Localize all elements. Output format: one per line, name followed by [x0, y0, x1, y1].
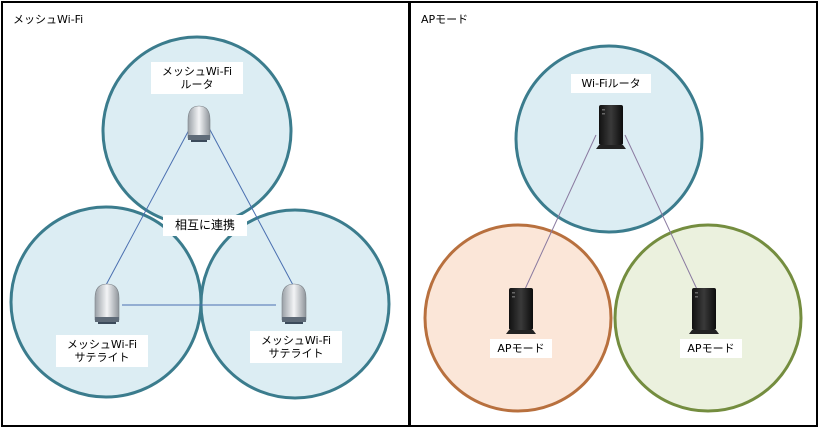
mesh-router-label-line2: ルータ — [180, 78, 214, 91]
mesh-router-label: メッシュWi-Fi ルータ — [151, 62, 243, 94]
ap-mode-panel: APモード — [409, 1, 818, 427]
mesh-satellite-left-label-line2: サテライト — [74, 351, 130, 364]
ap-link-right — [624, 134, 703, 301]
mesh-link-router-left — [105, 127, 191, 286]
ap-left-device-icon — [506, 288, 536, 334]
ap-left-label: APモード — [490, 339, 552, 358]
mesh-satellite-left-label-line1: メッシュWi-Fi — [66, 338, 138, 351]
mesh-satellite-right-label-line1: メッシュWi-Fi — [260, 334, 332, 347]
mesh-router-icon — [187, 105, 211, 142]
ap-right-label: APモード — [680, 339, 742, 358]
mesh-satellite-right-label-line2: サテライト — [268, 347, 324, 360]
wifi-router-label: Wi-Fiルータ — [571, 74, 651, 93]
ap-panel-title: APモード — [421, 13, 469, 26]
mesh-satellite-left-label: メッシュWi-Fi サテライト — [56, 335, 148, 367]
mesh-router-label-line1: メッシュWi-Fi — [161, 65, 233, 78]
mutual-link-label: 相互に連携 — [163, 215, 247, 236]
mesh-satellite-left-icon — [94, 283, 120, 324]
mesh-satellite-right-icon — [281, 283, 307, 324]
wifi-router-icon — [596, 105, 626, 149]
mesh-panel-title: メッシュWi-Fi — [13, 13, 84, 26]
mesh-link-router-right — [208, 127, 294, 286]
ap-right-device-icon — [689, 288, 719, 334]
mesh-satellite-right-label: メッシュWi-Fi サテライト — [250, 331, 342, 363]
ap-link-left — [519, 134, 597, 301]
